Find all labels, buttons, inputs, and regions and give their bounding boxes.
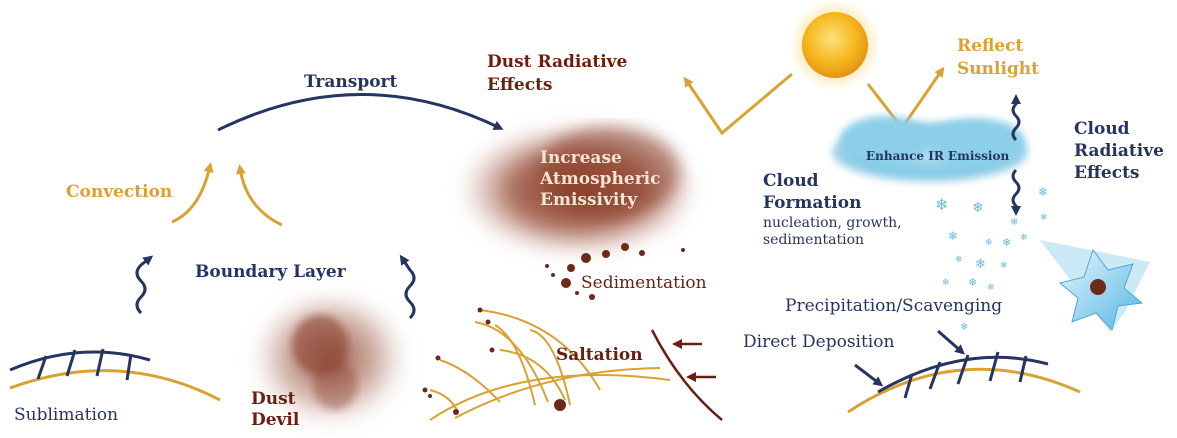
label-increase-atmospheric-emissivity: Increase Atmospheric Emissivity	[539, 148, 666, 210]
label-dust-radiative-effects: Dust Radiative Effects	[487, 52, 633, 95]
svg-text:❄: ❄	[968, 276, 977, 289]
precipitation-arrow	[937, 329, 966, 355]
svg-text:❄: ❄	[975, 257, 986, 272]
transport-arrow	[217, 93, 504, 132]
direct-deposition-arrow	[854, 363, 884, 387]
ice-crystals: ❄ ❄ ❄ ❄ ❄ ❄ ❄ ❄ ❄ ❄ ❄ ❄ ❄ ❄ ❄ ❄	[935, 185, 1048, 333]
label-direct-deposition: Direct Deposition	[743, 332, 894, 352]
label-cloud-formation: Cloud Formation	[763, 171, 861, 213]
atmospheric-dust-cloud	[458, 122, 698, 258]
label-reflect-sunlight: Reflect Sunlight	[957, 36, 1039, 79]
dust-devil	[250, 295, 410, 435]
polar-cap-right	[847, 351, 1081, 414]
svg-text:❄: ❄	[935, 195, 948, 214]
svg-text:❄: ❄	[1002, 236, 1011, 249]
convection-arrow-left	[171, 162, 214, 224]
polar-cap-left	[9, 348, 221, 402]
svg-text:❄: ❄	[948, 229, 958, 243]
svg-text:❄: ❄	[1040, 213, 1048, 223]
label-cloud-radiative-effects: Cloud Radiative Effects	[1074, 119, 1170, 183]
label-transport: Transport	[304, 72, 397, 92]
ir-emission-down-arrow	[1011, 168, 1021, 216]
label-precipitation-scavenging: Precipitation/Scavenging	[785, 296, 1002, 316]
label-boundary-layer: Boundary Layer	[195, 262, 347, 282]
svg-text:❄: ❄	[960, 322, 968, 333]
convection-arrow-right	[235, 164, 283, 227]
saltation-particles	[422, 307, 566, 415]
svg-text:❄: ❄	[987, 283, 995, 293]
label-enhance-ir-emission: Enhance IR Emission	[866, 149, 1009, 163]
saltation-wind-front	[650, 329, 723, 421]
water-ice-cloud	[832, 116, 1028, 182]
sun-icon	[795, 5, 875, 85]
svg-text:❄: ❄	[985, 238, 993, 248]
label-sedimentation: Sedimentation	[581, 273, 707, 293]
svg-text:❄: ❄	[972, 200, 984, 216]
svg-text:❄: ❄	[1038, 185, 1048, 199]
svg-text:❄: ❄	[1020, 233, 1028, 243]
label-cloud-formation-processes: nucleation, growth, sedimentation	[763, 215, 906, 248]
svg-text:❄: ❄	[955, 255, 963, 265]
svg-text:❄: ❄	[1000, 261, 1008, 271]
sedimentation-particles	[545, 243, 685, 300]
label-sublimation: Sublimation	[14, 405, 118, 425]
label-saltation: Saltation	[556, 345, 643, 365]
svg-text:❄: ❄	[1010, 217, 1018, 228]
saltation-trajectories	[429, 309, 671, 421]
ir-emission-up-arrow	[1011, 94, 1021, 142]
svg-text:❄: ❄	[942, 278, 950, 288]
ice-crystal-inset	[1040, 240, 1150, 332]
boundary-layer-arrow-right	[399, 254, 416, 320]
label-dust-devil: Dust Devil	[251, 389, 301, 430]
boundary-layer-arrow-left	[135, 255, 154, 315]
label-convection: Convection	[66, 182, 172, 202]
dust-sunlight-reflection	[683, 72, 793, 136]
